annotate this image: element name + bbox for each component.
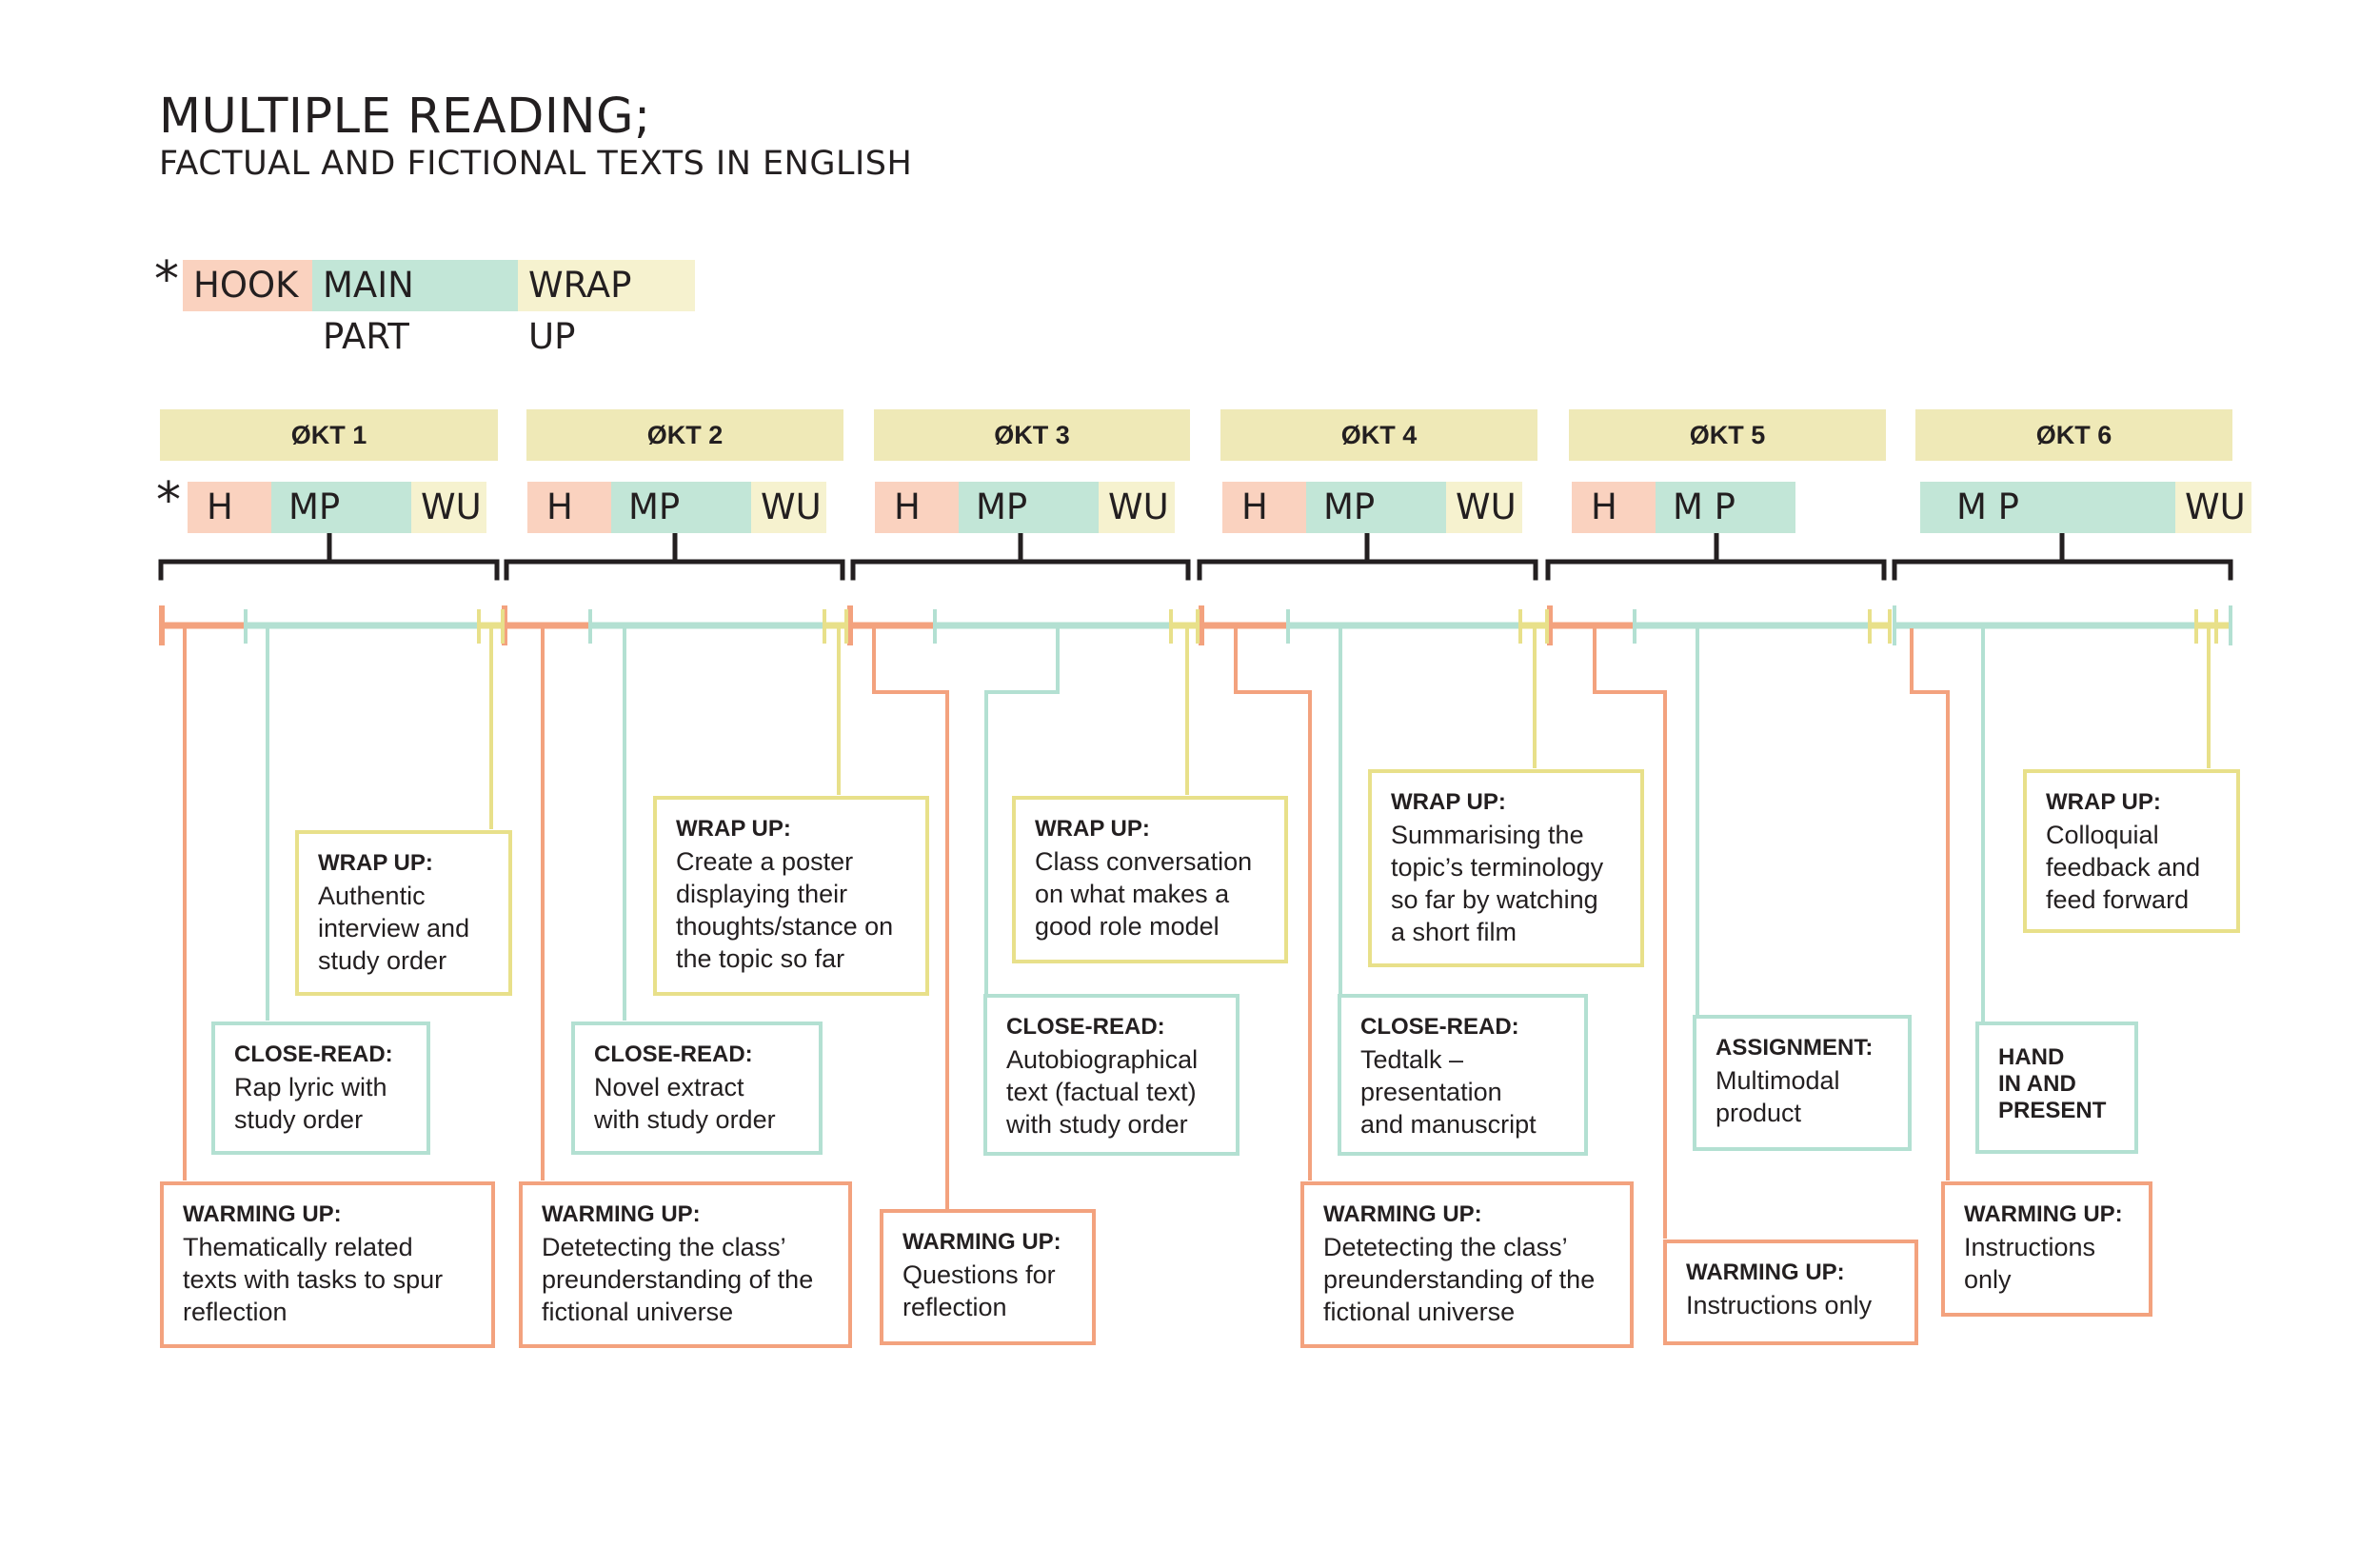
legend-wrap-up: WRAP UP <box>518 260 695 357</box>
box-text: Thematically related texts with tasks to… <box>183 1233 444 1326</box>
okt-5-assignment-box: ASSIGNMENT: Multimodal product <box>1693 1015 1912 1151</box>
phase-asterisk: * <box>156 472 181 529</box>
box-title: WRAP UP: <box>2046 789 2161 815</box>
box-text: Authentic interview and study order <box>318 882 470 975</box>
okt-6-main-part: M P <box>1920 482 2175 533</box>
box-text: Create a poster displaying their thought… <box>676 847 894 973</box>
okt-3-main-part: MP <box>959 482 1099 533</box>
okt-3-hook: H <box>875 482 959 533</box>
okt-2-wrap-up: WU <box>751 482 826 533</box>
okt-3-wrap-up-box: WRAP UP: Class conversation on what make… <box>1012 796 1288 963</box>
box-text: Tedtalk – presentation and manuscript <box>1360 1045 1537 1139</box>
okt-2-warming-up-box: WARMING UP: Detetecting the class’ preun… <box>519 1181 852 1348</box>
bracket-okt-4 <box>1197 530 1538 581</box>
box-title: HAND IN AND PRESENT <box>1998 1044 2107 1123</box>
okt-6-wrap-up: WU <box>2175 482 2251 533</box>
okt-4-close-read-box: CLOSE-READ: Tedtalk – presentation and m… <box>1338 994 1588 1156</box>
legend-asterisk: * <box>154 251 179 308</box>
box-text: Colloquial feedback and feed forward <box>2046 821 2201 914</box>
box-title: WARMING UP: <box>1964 1201 2123 1227</box>
box-text: Class conversation on what makes a good … <box>1035 847 1253 941</box>
box-text: Detetecting the class’ preunderstanding … <box>542 1233 814 1326</box>
box-title: CLOSE-READ: <box>1006 1014 1165 1040</box>
box-text: Instructions only <box>1964 1233 2096 1294</box>
okt-4-main-part: MP <box>1306 482 1446 533</box>
okt-6-hand-in-box: HAND IN AND PRESENT <box>1975 1022 2138 1154</box>
bracket-okt-1 <box>158 530 500 581</box>
box-title: CLOSE-READ: <box>234 1041 393 1067</box>
okt-1-main-part: MP <box>271 482 411 533</box>
bracket-okt-6 <box>1892 530 2233 581</box>
bracket-okt-3 <box>850 530 1191 581</box>
box-text: Questions for reflection <box>902 1260 1056 1321</box>
box-text: Detetecting the class’ preunderstanding … <box>1323 1233 1596 1326</box>
okt-3-close-read-box: CLOSE-READ: Autobiographical text (factu… <box>983 994 1240 1156</box>
okt-1-hook: H <box>188 482 271 533</box>
okt-5-warming-up-box: WARMING UP: Instructions only <box>1663 1240 1918 1345</box>
session-header-okt-6: ØKT 6 <box>1915 409 2232 461</box>
page-title: MULTIPLE READING; <box>159 89 651 145</box>
box-title: WARMING UP: <box>902 1229 1061 1255</box>
connector-lines <box>183 628 2211 1239</box>
okt-3-wrap-up: WU <box>1099 482 1175 533</box>
box-title: WARMING UP: <box>542 1201 701 1227</box>
okt-2-main-part: MP <box>611 482 751 533</box>
timeline-ticks <box>159 605 2232 645</box>
bracket-okt-5 <box>1545 530 1887 581</box>
okt-2-hook: H <box>527 482 611 533</box>
box-text: Rap lyric with study order <box>234 1073 387 1134</box>
legend-main-part: MAIN PART <box>312 260 518 357</box>
okt-2-wrap-up-box: WRAP UP: Create a poster displaying thei… <box>653 796 929 996</box>
okt-1-close-read-box: CLOSE-READ: Rap lyric with study order <box>211 1022 430 1155</box>
timeline <box>159 605 2232 645</box>
okt-4-warming-up-box: WARMING UP: Detetecting the class’ preun… <box>1300 1181 1634 1348</box>
warming-up-connectors <box>183 628 1950 1239</box>
session-header-okt-4: ØKT 4 <box>1220 409 1537 461</box>
main-part-connectors <box>266 628 1985 1022</box>
okt-6-wrap-up-box: WRAP UP: Colloquial feedback and feed fo… <box>2023 769 2240 933</box>
wrap-up-connectors <box>489 628 2211 829</box>
okt-1-warming-up-box: WARMING UP: Thematically related texts w… <box>160 1181 495 1348</box>
session-brackets <box>158 530 2233 581</box>
box-text: Multimodal product <box>1716 1066 1840 1127</box>
session-header-okt-5: ØKT 5 <box>1569 409 1886 461</box>
okt-2-close-read-box: CLOSE-READ: Novel extract with study ord… <box>571 1022 823 1155</box>
box-text: Summarising the topic’s terminology so f… <box>1391 821 1604 946</box>
box-title: ASSIGNMENT: <box>1716 1035 1874 1061</box>
session-header-okt-1: ØKT 1 <box>160 409 498 461</box>
box-title: CLOSE-READ: <box>594 1041 753 1067</box>
okt-4-wrap-up: WU <box>1446 482 1522 533</box>
box-title: WARMING UP: <box>1686 1260 1845 1285</box>
okt-1-wrap-up-box: WRAP UP: Authentic interview and study o… <box>295 830 512 996</box>
legend-hook: HOOK <box>183 260 312 311</box>
box-title: WRAP UP: <box>318 850 433 876</box>
box-title: WRAP UP: <box>1391 789 1506 815</box>
session-header-okt-2: ØKT 2 <box>526 409 843 461</box>
box-title: CLOSE-READ: <box>1360 1014 1519 1040</box>
okt-6-warming-up-box: WARMING UP: Instructions only <box>1941 1181 2152 1317</box>
okt-1-wrap-up: WU <box>411 482 486 533</box>
okt-3-warming-up-box: WARMING UP: Questions for reflection <box>880 1209 1096 1345</box>
okt-4-wrap-up-box: WRAP UP: Summarising the topic’s termino… <box>1368 769 1644 967</box>
box-title: WARMING UP: <box>183 1201 342 1227</box>
box-title: WRAP UP: <box>676 816 791 842</box>
okt-4-hook: H <box>1222 482 1306 533</box>
page-subtitle: FACTUAL AND FICTIONAL TEXTS IN ENGLISH <box>159 145 913 183</box>
session-header-okt-3: ØKT 3 <box>874 409 1190 461</box>
box-title: WRAP UP: <box>1035 816 1150 842</box>
box-text: Autobiographical text (factual text) wit… <box>1006 1045 1199 1139</box>
box-text: Novel extract with study order <box>594 1073 776 1134</box>
box-title: WARMING UP: <box>1323 1201 1482 1227</box>
box-text: Instructions only <box>1686 1291 1873 1319</box>
okt-5-main-part: M P <box>1656 482 1795 533</box>
okt-5-hook: H <box>1572 482 1656 533</box>
bracket-okt-2 <box>504 530 845 581</box>
